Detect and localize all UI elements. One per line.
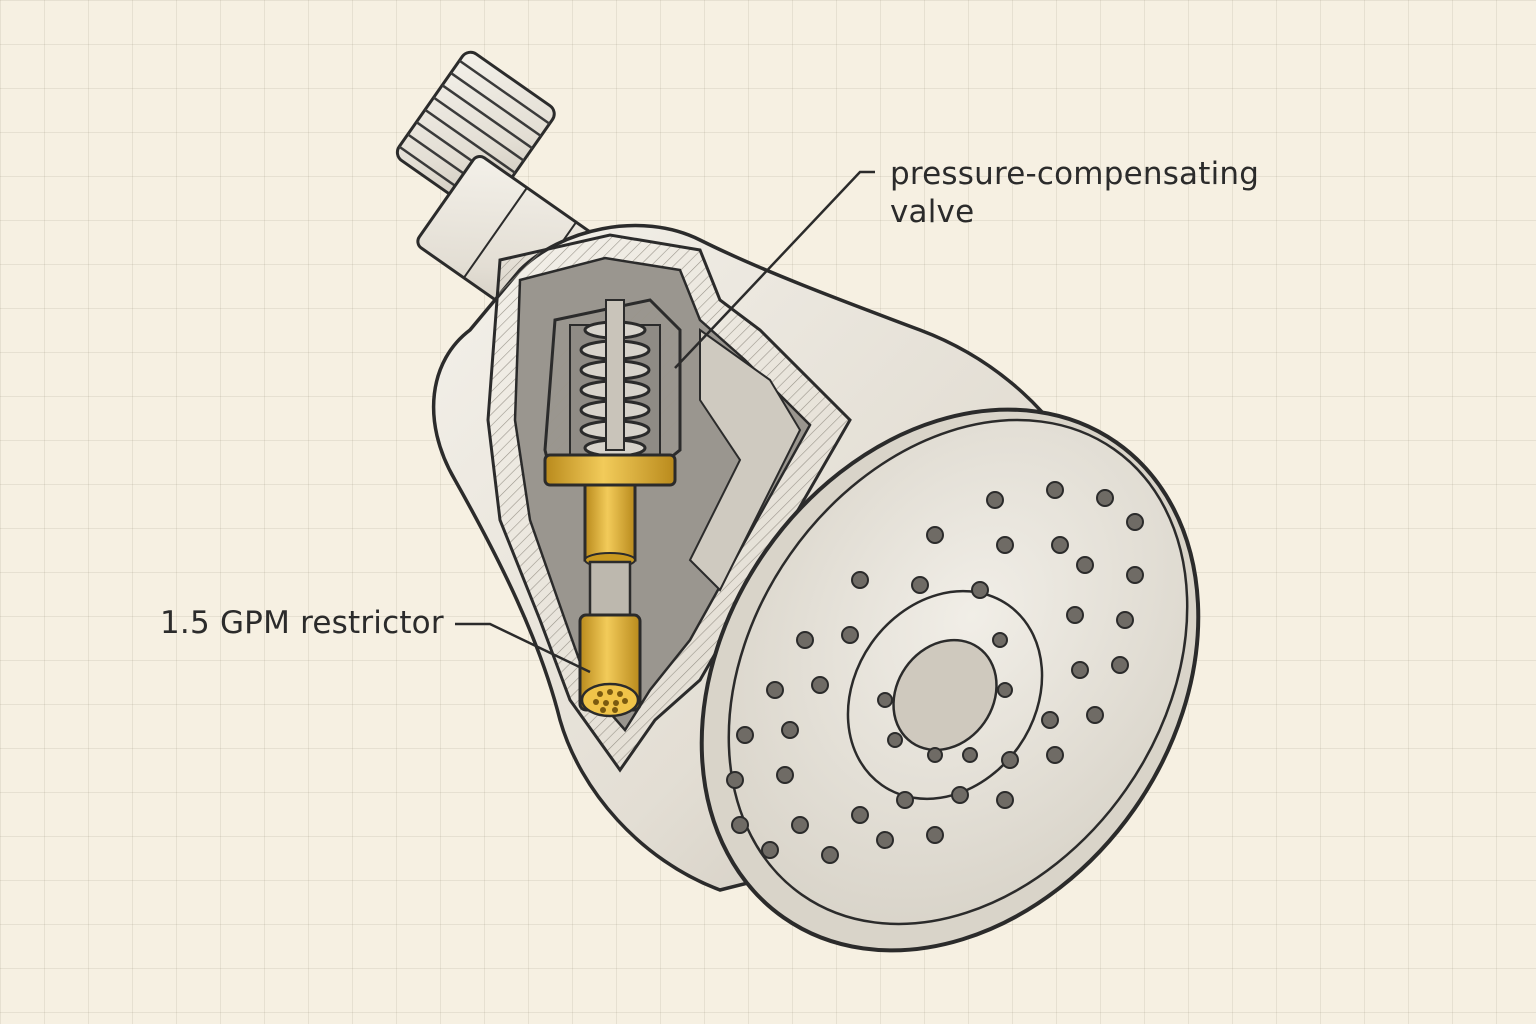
face-inner-ring — [846, 589, 1044, 801]
coil-spring-icon — [579, 320, 651, 458]
restrictor-callout-label: 1.5 GPM restrictor — [160, 605, 444, 641]
valve-label-line2: valve — [890, 194, 975, 230]
brass-restrictor — [578, 613, 642, 718]
valve-label-line1: pressure-compensating — [890, 156, 1260, 192]
valve-leader-line — [674, 170, 875, 369]
valve-stem — [605, 299, 625, 451]
spray-nozzle-icon — [726, 481, 1144, 864]
face-center-disc — [892, 638, 998, 752]
inner-channel — [688, 328, 802, 592]
spray-face — [699, 407, 1201, 953]
brass-piston — [543, 453, 677, 568]
valve-callout-label: pressure-compensating valve — [890, 155, 1259, 231]
restrictor-leader-line — [455, 622, 591, 674]
connecting-tube — [588, 560, 632, 619]
